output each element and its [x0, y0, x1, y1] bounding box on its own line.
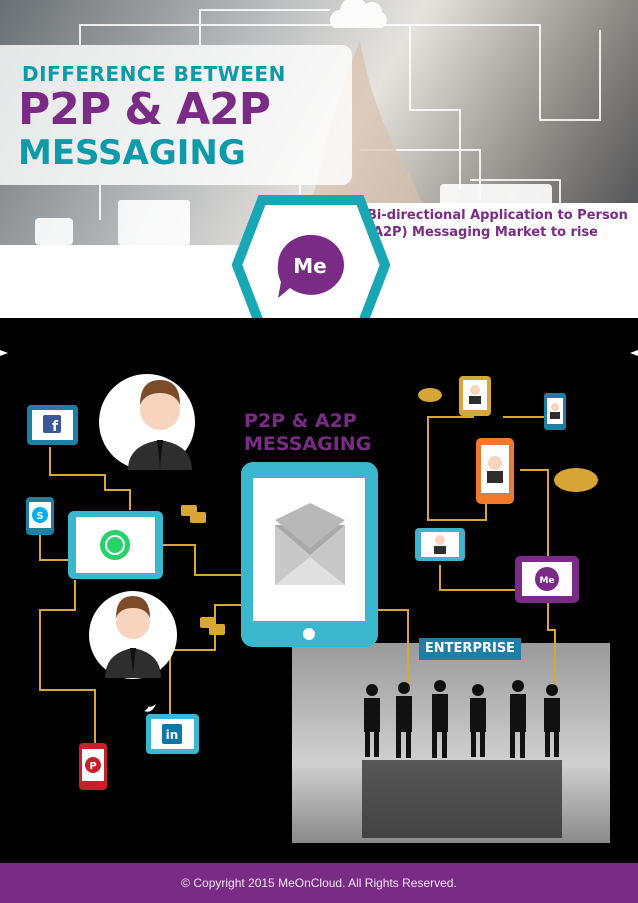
- diagram-title-line-1: P2P & A2P: [244, 410, 357, 432]
- footer: [0, 863, 638, 903]
- pinterest-device: P: [79, 743, 107, 790]
- person-silhouette: [544, 684, 560, 757]
- facebook-device: f: [27, 405, 78, 445]
- whatsapp-device: [68, 511, 163, 579]
- whatsapp-icon: [100, 530, 130, 560]
- skype-device: S: [26, 497, 54, 535]
- app-device: Me: [515, 556, 579, 603]
- silhouette-reflection: [362, 760, 562, 838]
- subtitle-card: [352, 203, 638, 245]
- svg-text:f: f: [52, 419, 59, 435]
- twitter-icon: [144, 704, 156, 712]
- tablet-device: [241, 462, 378, 647]
- title-line-1: DIFFERENCE BETWEEN: [22, 62, 286, 86]
- linkedin-icon: [162, 724, 182, 744]
- linkedin-device: in: [146, 714, 199, 754]
- person-device-1: [459, 376, 491, 416]
- pinterest-icon: [85, 757, 101, 773]
- hand-silhouette: [300, 40, 440, 245]
- title-line-2: P2P & A2P: [18, 84, 271, 135]
- person-silhouette: [510, 680, 526, 758]
- business-people: [364, 680, 560, 758]
- facebook-icon: [43, 415, 61, 433]
- cloud-icon: [330, 0, 387, 28]
- cloud-icon: [418, 388, 598, 492]
- person-device-2: [544, 393, 566, 430]
- person-device-3: [476, 438, 514, 504]
- avatar-2: [89, 591, 177, 679]
- speech-bubble-icon: [535, 567, 559, 591]
- person-silhouette: [470, 684, 486, 757]
- avatar-1: [99, 374, 195, 470]
- person-device-4: [415, 528, 465, 561]
- copyright-text: © Copyright 2015 MeOnCloud. All Rights R…: [181, 876, 457, 890]
- app-logo-text: Me: [539, 576, 554, 586]
- envelope-icon: [275, 503, 345, 585]
- subtitle: Bi-directional Application to Person (A2…: [367, 208, 628, 240]
- svg-text:P: P: [89, 761, 96, 772]
- diagram-title-line-2: MESSAGING: [244, 433, 372, 455]
- skype-icon: [32, 507, 48, 523]
- title-card: [0, 45, 352, 185]
- chat-bubble-icon: [181, 505, 225, 635]
- person-silhouette: [432, 680, 448, 758]
- person-silhouette: [396, 682, 412, 758]
- person-silhouette: [364, 684, 380, 757]
- title-line-3: MESSAGING: [18, 133, 246, 173]
- svg-text:in: in: [166, 728, 179, 742]
- circuit-lines: [35, 0, 601, 245]
- svg-text:S: S: [36, 511, 43, 522]
- enterprise-label: ENTERPRISE: [419, 638, 521, 660]
